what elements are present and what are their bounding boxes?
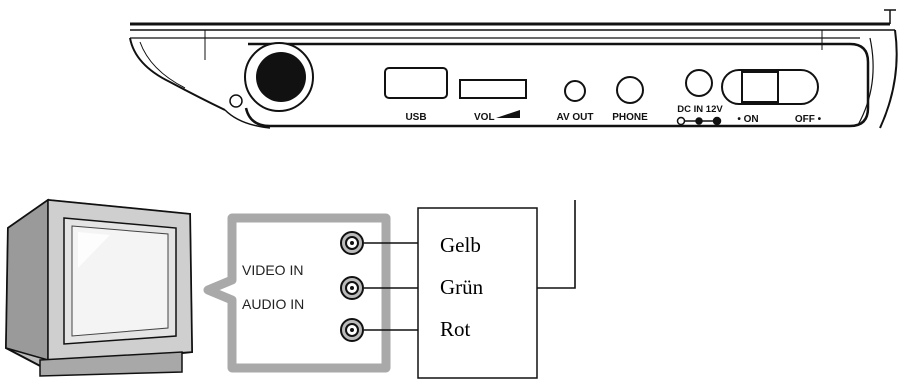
dc-in-label: DC IN 12V: [677, 104, 723, 115]
phone-jack: PHONE: [612, 76, 648, 123]
tv-input-panel: VIDEO IN AUDIO IN: [203, 213, 391, 373]
audio-in-label: AUDIO IN: [242, 296, 304, 312]
usb-port: USB: [384, 67, 448, 123]
power-off-label: OFF •: [795, 114, 822, 125]
cables: [364, 200, 576, 331]
dc-in-port: DC IN 12V: [676, 69, 723, 126]
jog-knob-icon: [229, 42, 314, 112]
cable-color-yellow: Gelb: [440, 233, 481, 257]
cable-color-box: Gelb Grün Rot: [417, 207, 538, 379]
vol-ramp-icon: [496, 110, 520, 118]
power-switch: • ON OFF •: [721, 69, 822, 125]
cable-color-red: Rot: [440, 317, 471, 341]
rca-jack-yellow: [340, 231, 364, 255]
polarity-icon: [676, 116, 722, 126]
vol-label: VOL: [474, 112, 495, 123]
tv-icon: [4, 198, 194, 377]
vol-slider: VOL: [459, 79, 527, 123]
usb-label: USB: [405, 112, 426, 123]
video-in-label: VIDEO IN: [242, 262, 303, 278]
power-on-label: • ON: [737, 114, 758, 125]
rca-jack-red: [340, 318, 364, 342]
phone-label: PHONE: [612, 112, 648, 123]
av-out-jack: AV OUT: [556, 80, 594, 123]
cable-color-green: Grün: [440, 275, 484, 299]
dvd-player: [129, 9, 898, 129]
rca-jack-green: [340, 276, 364, 300]
av-out-label: AV OUT: [556, 112, 593, 123]
